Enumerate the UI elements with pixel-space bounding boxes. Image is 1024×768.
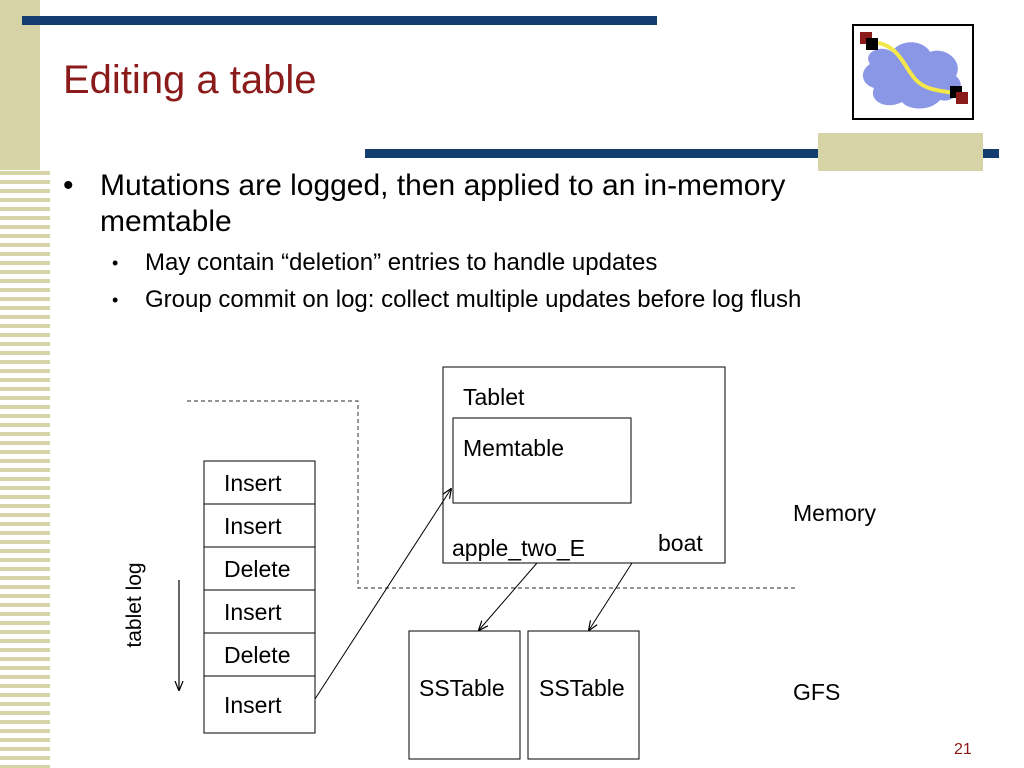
page-number: 21 bbox=[954, 741, 972, 758]
bullet-text-cont: memtable bbox=[100, 205, 232, 238]
sub-bullet-dot: • bbox=[112, 290, 119, 310]
sstable-box-2 bbox=[527, 630, 640, 760]
log-entry: Insert bbox=[224, 599, 282, 625]
sub-bullet-text: Group commit on log: collect multiple up… bbox=[145, 286, 802, 313]
log-box bbox=[203, 460, 316, 734]
log-entry: Insert bbox=[224, 470, 282, 496]
accent-block bbox=[818, 133, 983, 171]
sstable-label: SSTable bbox=[539, 675, 625, 701]
tablet-box bbox=[442, 366, 726, 564]
row-key-left: apple_two_E bbox=[452, 535, 585, 561]
flush-arrow-1 bbox=[479, 562, 538, 630]
memory-label: Memory bbox=[793, 500, 877, 526]
row-key-right: boat bbox=[658, 530, 703, 556]
tablet-label: Tablet bbox=[463, 384, 525, 410]
bullet-text: Mutations are logged, then applied to an… bbox=[100, 169, 786, 202]
log-to-memtable-arrow bbox=[314, 489, 451, 700]
top-accent-bar bbox=[22, 16, 657, 25]
mid-accent-bar bbox=[365, 149, 999, 158]
gfs-label: GFS bbox=[793, 679, 841, 705]
sub-bullet-dot: • bbox=[112, 253, 119, 273]
log-entry: Insert bbox=[224, 513, 282, 539]
bullet-dot: • bbox=[63, 169, 74, 202]
log-entry: Delete bbox=[224, 556, 291, 582]
sstable-box-1 bbox=[408, 630, 521, 760]
decorative-stripe-block bbox=[0, 0, 40, 170]
sub-bullet-text: May contain “deletion” entries to handle… bbox=[145, 249, 658, 276]
flush-arrow-2 bbox=[589, 562, 633, 630]
sstable-label: SSTable bbox=[419, 675, 505, 701]
memory-boundary-line bbox=[187, 400, 795, 589]
log-entry: Delete bbox=[224, 642, 291, 668]
tablet-log-axis-label: tablet log bbox=[123, 562, 146, 648]
decorative-gap bbox=[40, 0, 50, 170]
network-cloud-logo bbox=[852, 24, 974, 120]
log-entry: Insert bbox=[224, 692, 282, 718]
memtable-box bbox=[452, 417, 632, 504]
slide-title: Editing a table bbox=[63, 58, 317, 102]
memtable-label: Memtable bbox=[463, 435, 564, 461]
